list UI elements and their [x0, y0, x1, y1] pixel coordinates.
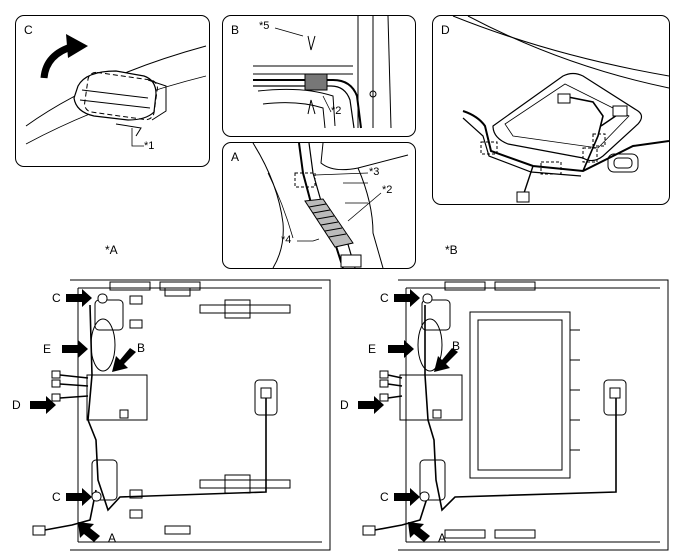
panel-a-drawing	[252, 143, 409, 268]
view-tag-left: *A	[105, 243, 118, 257]
wire-harness	[462, 110, 669, 173]
arrow-label-b-right: B	[452, 339, 461, 353]
panel-d-letter: D	[441, 23, 450, 37]
view-tag-right: *B	[445, 243, 458, 257]
arrow-label-c-bottom-right: C	[380, 490, 389, 504]
corrugated-tube	[304, 198, 354, 248]
detail-panel-c: C *1	[15, 15, 210, 167]
detail-panel-d: D	[432, 15, 670, 205]
detail-panel-b: B *5 *2	[222, 15, 416, 137]
arrow-label-e-left: E	[43, 342, 52, 356]
tape-segment	[304, 73, 328, 91]
panel-d-drawing	[452, 16, 669, 203]
arrow-label-b-left: B	[137, 341, 146, 355]
wire-harness	[253, 79, 362, 129]
arrow-label-a-left: A	[108, 531, 117, 545]
arrow-label-a-right: A	[438, 531, 447, 545]
arrow-label-d-left: D	[12, 398, 21, 412]
panel-c-drawing	[25, 34, 207, 147]
panel-b-drawing	[253, 16, 392, 129]
direction-arrows-left	[30, 289, 136, 542]
callout-1: *1	[144, 140, 155, 152]
detail-panel-a: A *3 *2 *4	[222, 142, 416, 269]
direction-arrows-right	[358, 289, 458, 542]
arrow-label-d-right: D	[340, 398, 349, 412]
arrow-label-e-right: E	[368, 342, 377, 356]
callout-3: *3	[369, 166, 380, 178]
callout-2: *2	[331, 105, 342, 117]
arrow-label-c-bottom-left: C	[52, 490, 61, 504]
panel-c-letter: C	[24, 23, 33, 37]
arrow-label-c-top-left: C	[52, 291, 61, 305]
panel-a-letter: A	[231, 150, 240, 164]
arrow-label-c-top-right: C	[380, 291, 389, 305]
callout-4: *4	[281, 234, 292, 246]
callout-5: *5	[259, 20, 270, 32]
callout-2: *2	[382, 184, 393, 196]
panel-b-letter: B	[231, 23, 240, 37]
